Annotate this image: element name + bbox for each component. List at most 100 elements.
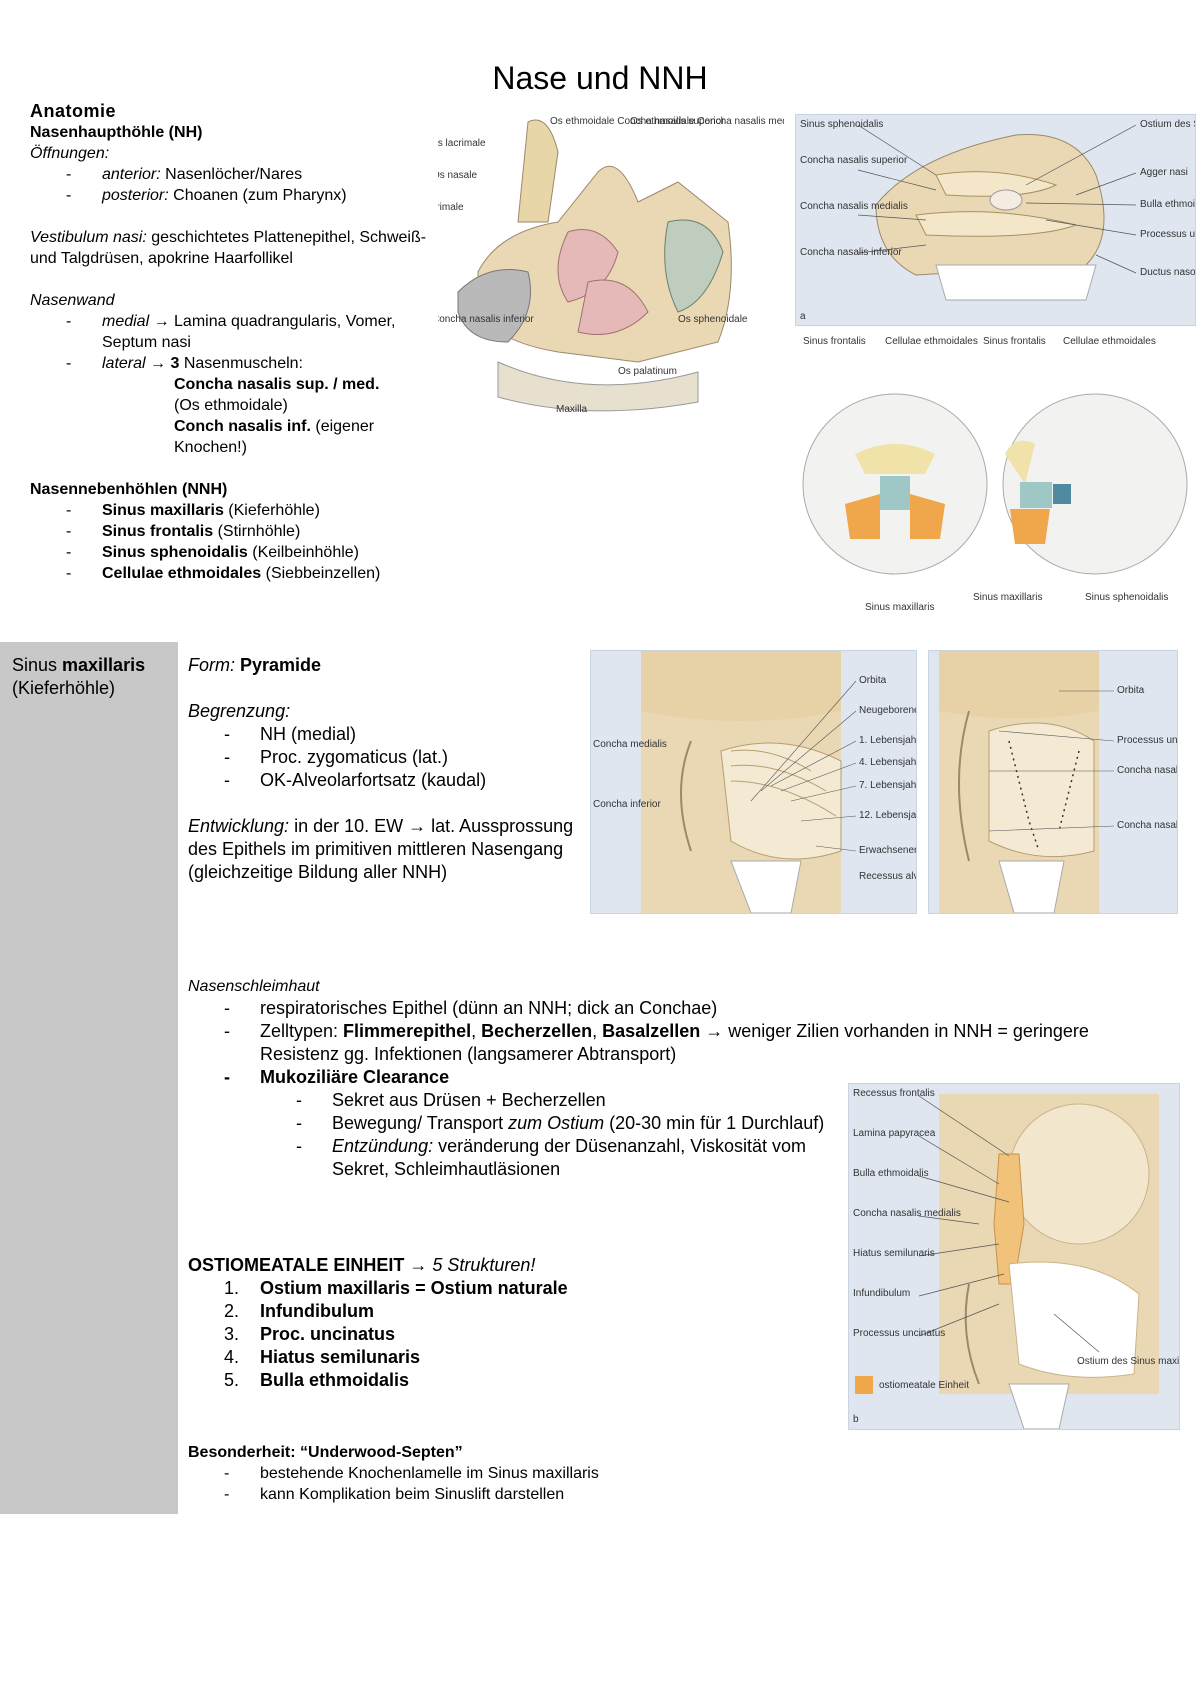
concha1-text: (Os ethmoidale) (174, 397, 288, 414)
nh-heading: Nasenhaupthöhle (NH) (30, 124, 203, 141)
label-neugeborenes: Neugeborenes (859, 705, 916, 716)
begrenzung-item: Proc. zygomaticus (lat.) (188, 746, 578, 769)
label-proc-uncinatus-c2: Processus uncinatus (1117, 735, 1177, 746)
besonderheit-heading: Besonderheit: “Underwood-Septen” (188, 1444, 463, 1461)
medial-text: → Lamina quadrangularis, Vomer, Septum n… (102, 313, 396, 351)
lateral-text: Nasenmuscheln: (179, 355, 303, 372)
nnh-item: Sinus frontalis (Stirnhöhle) (30, 521, 450, 542)
om-item-text: Infundibulum (260, 1301, 374, 1321)
lateral-num: 3 (170, 355, 180, 372)
om-item: 1.Ostium maxillaris = Ostium naturale (224, 1278, 568, 1298)
concha-sup-med: Concha nasalis sup. / med. (Os ethmoidale… (30, 374, 450, 416)
om-item-text: Hiatus semilunaris (260, 1347, 421, 1367)
sidebar-bold: maxillaris (62, 655, 146, 675)
label-maxilla: Maxilla (556, 404, 588, 415)
label-sinus-frontalis-1: Sinus frontalis (803, 336, 866, 347)
nnh-item-bold: Sinus maxillaris (102, 502, 224, 519)
nasenwand-label: Nasenwand (30, 292, 115, 309)
oeffnung-term: anterior: (102, 166, 161, 183)
label-concha-medialis-c2: Concha nasalis medialis (1117, 765, 1177, 776)
label-ostium: Ostium des Sinus maxillaris (1140, 119, 1195, 130)
clearance-item2-italic: zum Ostium (508, 1113, 605, 1133)
label-sinus-maxillaris-2: Sinus maxillaris (973, 592, 1042, 603)
skull-figure: Sinus frontalis Cellulae ethmoidales Sin… (795, 334, 1194, 634)
anatomie-notes: Anatomie Nasenhaupthöhle (NH) Öffnungen:… (30, 100, 450, 584)
zell-suffix: → weniger Zilien vorhanden in NNH = geri… (260, 1021, 1089, 1064)
ostiomeatal-section: OSTIOMEATALE EINHEIT → 5 Strukturen! 1.O… (188, 1254, 828, 1392)
nnh-item: Cellulae ethmoidales (Siebbeinzellen) (30, 563, 450, 584)
zell-basalzellen: Basalzellen (602, 1021, 701, 1041)
sidebar-plain: Sinus (12, 655, 63, 675)
label-bulla-ethmoidalis: Bulla ethmoidalis (853, 1168, 929, 1179)
label-concha-medialis: Concha nasalis medialis (800, 201, 908, 212)
om-heading-bold: OSTIOMEATALE EINHEIT (188, 1255, 405, 1275)
concha-inf: Conch nasalis inf. (eigener Knochen!) (30, 416, 450, 458)
label-agger-nasi: Agger nasi (1140, 167, 1188, 178)
label-cellulae-1: Cellulae ethmoidales (885, 336, 978, 347)
om-item: 4.Hiatus semilunaris (224, 1347, 421, 1367)
form-term: Form: (188, 655, 235, 675)
label-concha-inferior: Concha nasalis inferior (800, 247, 902, 258)
sidebar-sub: (Kieferhöhle) (12, 678, 116, 698)
label-recessus-frontalis: Recessus frontalis (853, 1088, 935, 1099)
nnh-item-text: (Kieferhöhle) (223, 502, 320, 519)
om-heading: OSTIOMEATALE EINHEIT → 5 Strukturen! (188, 1254, 828, 1277)
om-item: 5.Bulla ethmoidalis (224, 1370, 410, 1390)
label-7-lebensjahr: 7. Lebensjahr (859, 780, 916, 791)
concha2-text: (eigener Knochen!) (174, 418, 375, 456)
vestibulum-paragraph: Vestibulum nasi: geschichtetes Plattenep… (30, 227, 450, 269)
label-erwachsener: Erwachsener (859, 845, 916, 856)
schleimhaut-item: respiratorisches Epithel (dünn an NNH; d… (188, 997, 1118, 1020)
besonderheit-section: Besonderheit: “Underwood-Septen” bestehe… (188, 1442, 828, 1505)
label-sinus-frontalis-2: Sinus frontalis (983, 336, 1046, 347)
lateral-wall-figure: Os ethmoidale Concha nasalis superior Os… (408, 112, 796, 422)
clearance-item: Bewegung/ Transport zum Ostium (20-30 mi… (188, 1112, 836, 1135)
concha2-bold: Conch nasalis inf. (174, 418, 311, 435)
oeffnung-text: Choanen (zum Pharynx) (168, 187, 347, 204)
oeffnung-term: posterior: (102, 187, 169, 204)
om-item-text: Ostium maxillaris = Ostium naturale (260, 1278, 568, 1298)
label-os-sphenoidale: Os sphenoidale (678, 314, 748, 325)
om-item-text: Proc. uncinatus (260, 1324, 396, 1344)
label-ostium-sinus-maxillaris: Ostium des Sinus maxillaris (1077, 1356, 1179, 1367)
clearance-heading: Mukoziliäre Clearance (188, 1066, 1118, 1089)
section-sidebar-label: Sinus maxillaris (Kieferhöhle) (12, 654, 172, 700)
oeffnung-item: anterior: Nasenlöcher/Nares (30, 164, 450, 185)
clearance-item3-text: veränderung der Düsenanzahl, Viskosität … (332, 1136, 806, 1179)
besonderheit-item: kann Komplikation beim Sinuslift darstel… (188, 1484, 828, 1505)
entwicklung-text: in der 10. EW → lat. Aussprossung des Ep… (188, 816, 574, 882)
label-sinus-sphenoidalis: Sinus sphenoidalis (800, 119, 883, 130)
begrenzung-label: Begrenzung: (188, 701, 291, 721)
om-heading-arrow: → (404, 1255, 433, 1275)
zell-sep: , (471, 1021, 482, 1041)
zell-flimmerepithel: Flimmerepithel (343, 1021, 472, 1041)
label-sinus-sphenoidalis-2: Sinus sphenoidalis (1085, 592, 1168, 603)
label-orbita-2: Orbita (1117, 685, 1145, 696)
form-value: Pyramide (240, 655, 322, 675)
figure-letter-a: a (800, 311, 806, 322)
vestibulum-term: Vestibulum nasi: (30, 229, 147, 246)
label-1-lebensjahr: 1. Lebensjahr (859, 735, 916, 746)
nnh-item-bold: Sinus frontalis (102, 523, 214, 540)
oeffnung-text: Nasenlöcher/Nares (160, 166, 303, 183)
nnh-item: Sinus maxillaris (Kieferhöhle) (30, 500, 450, 521)
label-concha-superior: Concha nasalis superior (800, 155, 908, 166)
coronal-development-figure: Orbita Neugeborenes 1. Lebensjahr 4. Leb… (590, 650, 917, 914)
om-item-text: Bulla ethmoidalis (260, 1370, 410, 1390)
label-sinus-maxillaris-1: Sinus maxillaris (865, 602, 934, 613)
label-lamina-papyracea: Lamina papyracea (853, 1128, 936, 1139)
entwicklung-paragraph: Entwicklung: in der 10. EW → lat. Ausspr… (188, 815, 578, 884)
label-bulla: Bulla ethmoidalis (1140, 199, 1195, 210)
label-proc-uncinatus: Processus uncinatus (1140, 229, 1195, 240)
label-infundibulum: Infundibulum (853, 1288, 910, 1299)
nnh-heading: Nasennebenhöhlen (NNH) (30, 481, 228, 498)
clearance-item: Sekret aus Drüsen + Becherzellen (188, 1089, 836, 1112)
label-concha-medialis-c1: Concha medialis (593, 739, 667, 750)
label-concha-inferior-c2: Concha nasalis inferior (1117, 820, 1177, 831)
label-os-palatinum: Os palatinum (618, 366, 677, 377)
concha1-bold: Concha nasalis sup. / med. (174, 376, 380, 393)
page-title: Nase und NNH (492, 60, 708, 96)
label-hiatus-semilunaris: Hiatus semilunaris (853, 1248, 935, 1259)
oeffnung-item: posterior: Choanen (zum Pharynx) (30, 185, 450, 206)
label-concha-inf: Concha nasalis inferior (438, 314, 534, 325)
